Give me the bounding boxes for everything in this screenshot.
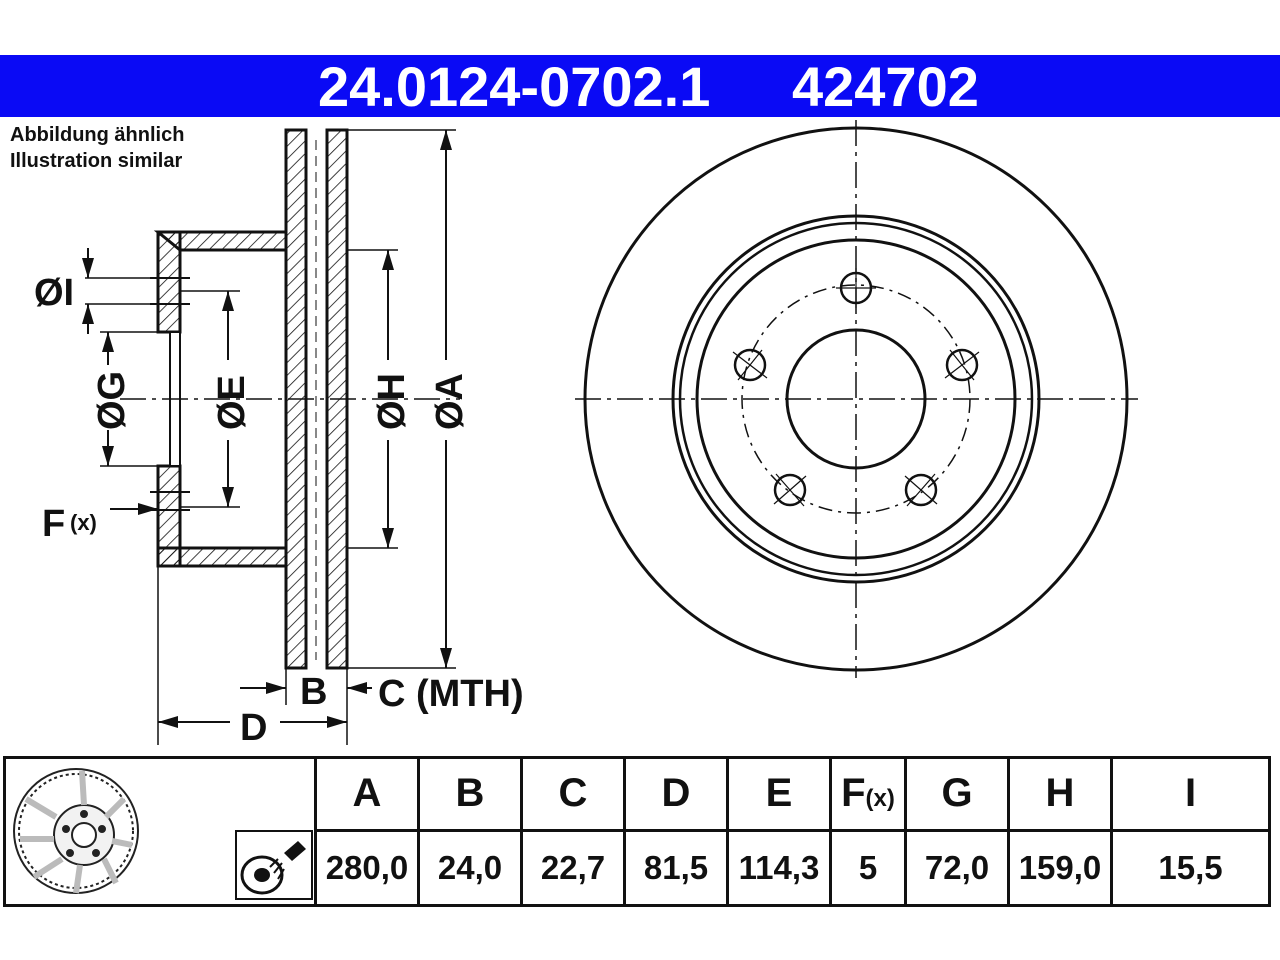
- cross-section-view: ØI ØG ØE ØH ØA F (x) B C (MTH) D: [34, 128, 524, 749]
- value-a: 280,0: [314, 828, 420, 908]
- label-d: D: [240, 707, 267, 749]
- front-view: [575, 120, 1138, 678]
- header-g: G: [904, 756, 1010, 832]
- value-e: 114,3: [726, 828, 832, 908]
- product-image-cell: [3, 756, 317, 907]
- value-c: 22,7: [520, 828, 626, 908]
- spec-table: A B C D E F(x) G H I 280,0 24,0 22,7 81,…: [3, 756, 1271, 908]
- label-b: B: [300, 671, 327, 713]
- header-d: D: [623, 756, 729, 832]
- value-i: 15,5: [1110, 828, 1271, 908]
- illustration-note: Abbildung ähnlich Illustration similar: [10, 122, 184, 174]
- header-b: B: [417, 756, 523, 832]
- header-c: C: [520, 756, 626, 832]
- label-f: F: [42, 503, 65, 545]
- header-f: F(x): [829, 756, 907, 832]
- header-f-main: F: [841, 771, 866, 816]
- header-f-sub: (x): [865, 785, 895, 813]
- value-d: 81,5: [623, 828, 729, 908]
- label-dia-i: ØI: [34, 272, 74, 314]
- spray-can-icon: [235, 830, 313, 900]
- header-i: I: [1110, 756, 1271, 832]
- label-dia-g: ØG: [91, 371, 133, 430]
- header-bar: 24.0124-0702.1 424702: [0, 55, 1280, 118]
- part-number: 24.0124-0702.1: [318, 55, 711, 118]
- label-dia-h: ØH: [371, 373, 413, 430]
- brake-disc-icon: [13, 768, 139, 894]
- header-h: H: [1007, 756, 1113, 832]
- header-e: E: [726, 756, 832, 832]
- ref-number: 424702: [792, 55, 979, 118]
- label-c: C (MTH): [378, 673, 524, 715]
- label-dia-e: ØE: [211, 375, 253, 430]
- hat-face-lower: [156, 464, 182, 568]
- header-a: A: [314, 756, 420, 832]
- value-b: 24,0: [417, 828, 523, 908]
- value-g: 72,0: [904, 828, 1010, 908]
- note-line-en: Illustration similar: [10, 150, 183, 172]
- value-h: 159,0: [1007, 828, 1113, 908]
- label-f-sub: (x): [70, 510, 97, 535]
- label-dia-a: ØA: [429, 373, 471, 430]
- note-line-de: Abbildung ähnlich: [10, 124, 185, 146]
- technical-drawing: ØI ØG ØE ØH ØA F (x) B C (MTH) D: [34, 120, 1138, 749]
- value-f: 5: [829, 828, 907, 908]
- hat-face-upper: [156, 230, 182, 334]
